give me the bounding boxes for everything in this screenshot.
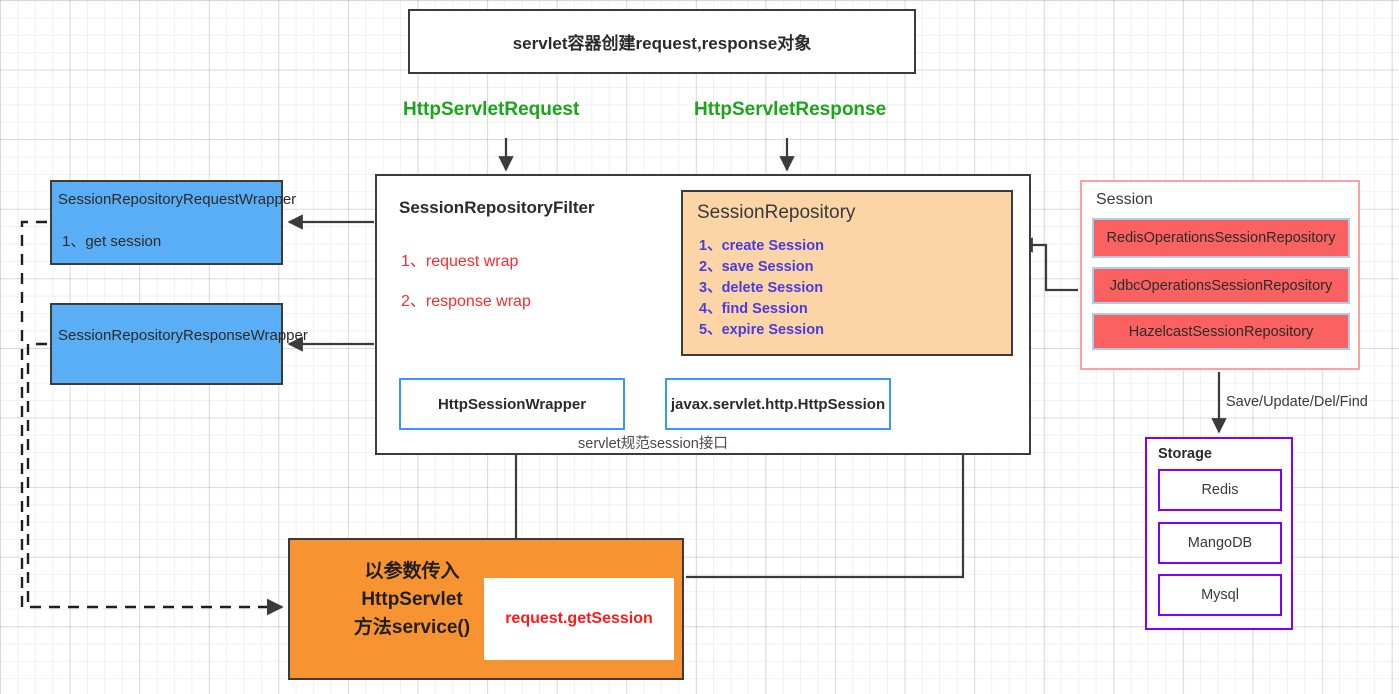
response-wrapper-title: SessionRepositoryResponseWrapper (58, 327, 308, 344)
session-repository-item: 5、expire Session (699, 322, 824, 338)
session-repository-request-wrapper-box: SessionRepositoryRequestWrapper 1、get se… (50, 180, 297, 265)
session-repository-impl: RedisOperationsSessionRepository (1092, 218, 1350, 258)
http-session-wrapper-box: HttpSessionWrapper (399, 378, 625, 430)
title-box-text: servlet容器创建request,response对象 (512, 34, 812, 53)
session-repository-items: 1、create Session 2、save Session 3、delete… (699, 236, 824, 341)
session-repository-item: 4、find Session (699, 301, 808, 317)
session-repository-item: 1、create Session (699, 238, 824, 254)
wire-request-wrapper-dashed (20, 220, 284, 616)
filter-step-1: 1、request wrap (401, 253, 519, 270)
session-repository-response-wrapper-box: SessionRepositoryResponseWrapper (50, 303, 308, 385)
http-session-wrapper-label: HttpSessionWrapper (437, 395, 587, 413)
request-wrapper-title: SessionRepositoryRequestWrapper (58, 191, 297, 208)
http-servlet-request-label: HttpServletRequest (403, 99, 580, 120)
filter-step-2: 2、response wrap (401, 293, 531, 310)
request-get-session-label: request.getSession (505, 610, 653, 627)
request-wrapper-step: 1、get session (62, 233, 162, 250)
save-update-edge-label: Save/Update/Del/Find (1226, 394, 1368, 410)
request-get-session-box: request.getSession (484, 578, 674, 660)
session-repository-title: SessionRepository (697, 202, 856, 223)
javax-http-session-label: javax.servlet.http.HttpSession (670, 395, 886, 413)
storage-panel: Storage Redis MangoDB Mysql (1145, 437, 1293, 630)
storage-item: MangoDB (1158, 522, 1282, 564)
session-panel-title: Session (1096, 191, 1153, 208)
session-repository-box: SessionRepository 1、create Session 2、sav… (681, 190, 1013, 356)
filter-title: SessionRepositoryFilter (399, 198, 595, 217)
session-repository-item: 2、save Session (699, 259, 814, 275)
storage-panel-title: Storage (1158, 446, 1212, 462)
storage-item: Mysql (1158, 574, 1282, 616)
javax-http-session-box: javax.servlet.http.HttpSession (665, 378, 891, 430)
session-repository-item: 3、delete Session (699, 280, 824, 296)
wire-response-wrapper-dashed (26, 342, 47, 607)
session-repository-impl: JdbcOperationsSessionRepository (1092, 267, 1350, 304)
service-method-text: 以参数传入 HttpServlet 方法service() (353, 561, 471, 638)
title-box: servlet容器创建request,response对象 (408, 9, 916, 74)
session-panel: Session RedisOperationsSessionRepository… (1080, 180, 1360, 370)
servlet-spec-caption: servlet规范session接口 (578, 436, 728, 452)
session-repository-impl: HazelcastSessionRepository (1092, 313, 1350, 350)
http-servlet-response-label: HttpServletResponse (694, 99, 887, 120)
storage-item: Redis (1158, 469, 1282, 511)
